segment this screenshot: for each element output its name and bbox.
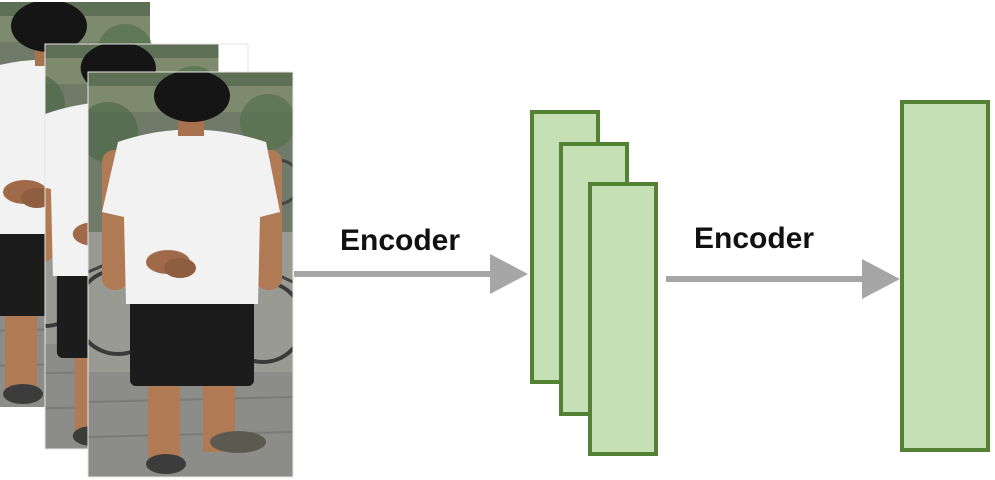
arrow-right-icon	[666, 259, 900, 299]
encoder-label-first: Encoder	[340, 224, 461, 257]
input-frame-front	[87, 71, 294, 478]
feature-map-front	[588, 182, 658, 456]
arrow-right-icon	[294, 254, 528, 294]
encoder-label-second: Encoder	[694, 222, 815, 255]
output-feature	[900, 100, 990, 452]
